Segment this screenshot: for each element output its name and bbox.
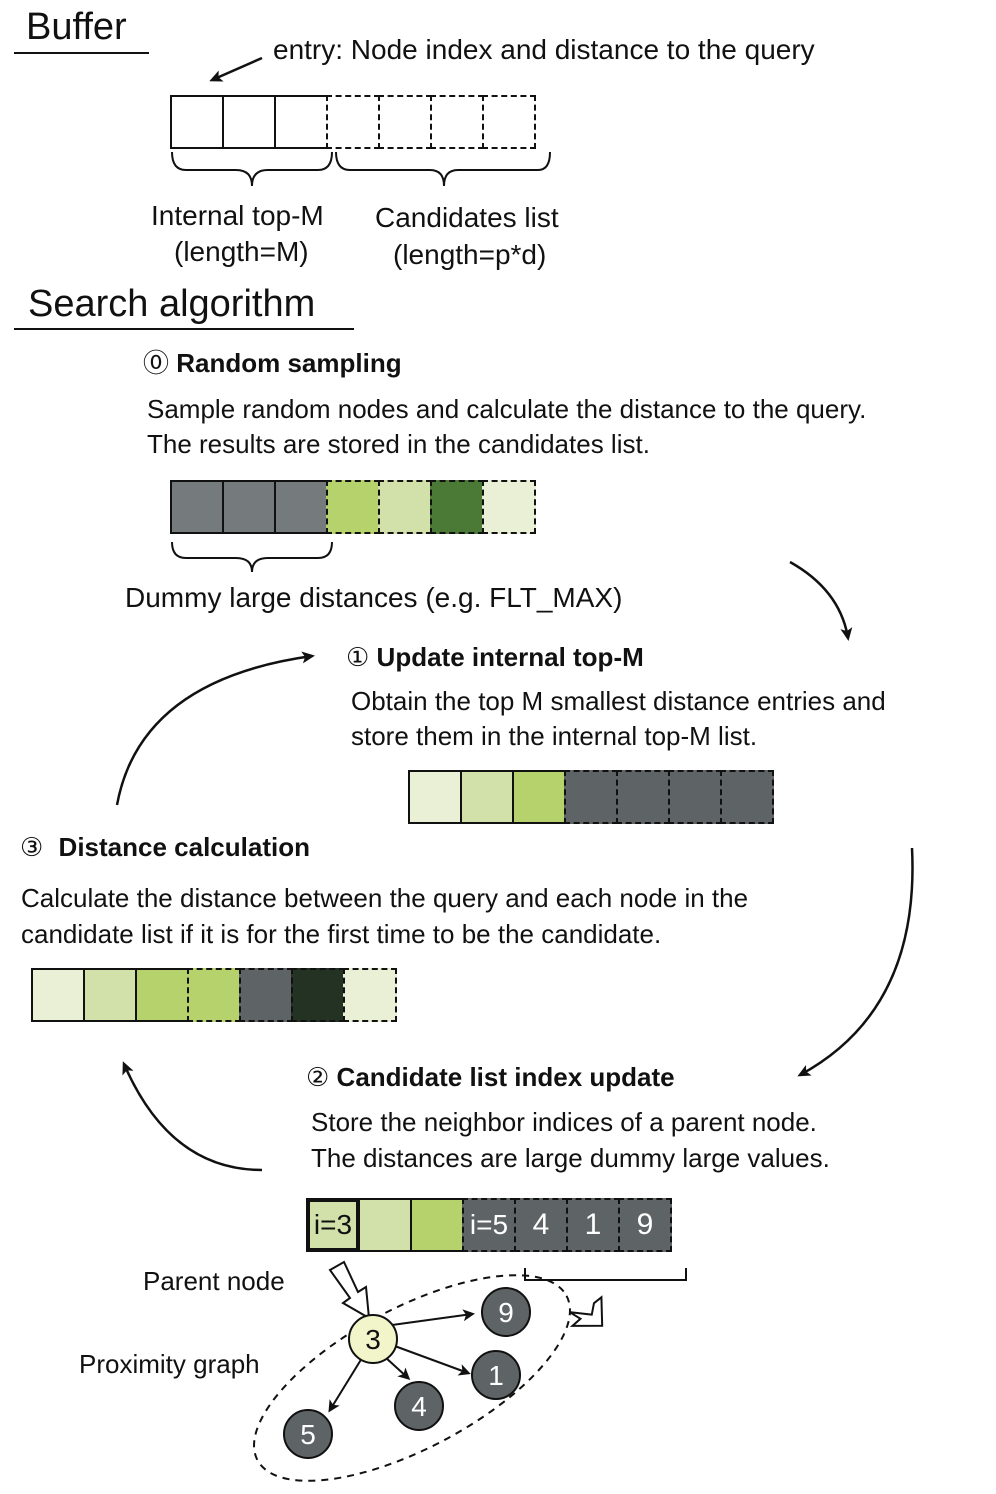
graph-node-3: 3 xyxy=(348,1314,398,1364)
graph-node-4: 4 xyxy=(394,1381,444,1431)
search-heading-underline xyxy=(14,328,354,330)
search-heading: Search algorithm xyxy=(28,283,316,325)
neighbor-indices-brace xyxy=(524,1268,687,1281)
graph-node-label: 1 xyxy=(488,1360,504,1391)
step0-row xyxy=(170,480,536,534)
arrow-step3-to-step1 xyxy=(115,651,315,806)
candidate-cell xyxy=(720,770,774,824)
candidate-index-cell: 9 xyxy=(618,1198,672,1252)
topm-cell xyxy=(512,770,566,824)
graph-node-label: 4 xyxy=(411,1391,427,1422)
step1-title-text: Update internal top-M xyxy=(376,642,644,672)
arrow-step1-to-step2 xyxy=(797,847,914,1077)
topm-cell xyxy=(358,1198,412,1252)
parent-node-label: Parent node xyxy=(143,1266,285,1296)
step1-line1: Obtain the top M smallest distance entri… xyxy=(351,686,886,716)
step3-line2: candidate list if it is for the first ti… xyxy=(21,919,662,949)
proximity-graph-boundary xyxy=(253,1274,571,1482)
step1-number: ① xyxy=(346,642,370,672)
graph-edge xyxy=(391,1309,475,1326)
step3-row xyxy=(31,968,397,1022)
graph-edge xyxy=(391,1344,471,1376)
graph-node-1: 1 xyxy=(471,1350,521,1400)
candidates-list-label: Candidates list xyxy=(375,202,559,233)
candidate-index-cell: i=5 xyxy=(462,1198,516,1252)
graph-to-brace-hollow-arrow xyxy=(569,1295,604,1327)
buffer-cell xyxy=(482,95,536,149)
candidates-list-length: (length=p*d) xyxy=(393,239,547,270)
step0-title: ⓪ Random sampling xyxy=(143,343,402,380)
step2-number: ② xyxy=(306,1062,330,1092)
step2-title: ② Candidate list index update xyxy=(306,1062,675,1093)
candidate-cell xyxy=(378,480,432,534)
step0-line1: Sample random nodes and calculate the di… xyxy=(147,394,867,424)
step2-title-text: Candidate list index update xyxy=(336,1062,675,1092)
graph-edge xyxy=(384,1356,411,1381)
step3-number: ③ xyxy=(20,832,44,862)
candidate-cell xyxy=(343,968,397,1022)
internal-topm-brace xyxy=(171,151,333,187)
candidate-cell xyxy=(668,770,722,824)
step3-title: ③ Distance calculation xyxy=(20,832,310,863)
entry-note: entry: Node index and distance to the qu… xyxy=(273,34,815,65)
step2-row: i=3 i=5 4 1 9 xyxy=(306,1198,672,1252)
dummy-cell xyxy=(274,480,328,534)
proximity-graph-label: Proximity graph xyxy=(79,1349,260,1379)
graph-node-9: 9 xyxy=(481,1287,531,1337)
step1-line2: store them in the internal top-M list. xyxy=(351,721,758,751)
dummy-distances-note: Dummy large distances (e.g. FLT_MAX) xyxy=(125,582,623,613)
candidate-cell xyxy=(430,480,484,534)
parent-node-hollow-arrow xyxy=(328,1260,371,1320)
candidate-index-cell: 1 xyxy=(566,1198,620,1252)
dummy-cell xyxy=(222,480,276,534)
candidate-cell xyxy=(239,968,293,1022)
step0-title-text: Random sampling xyxy=(176,348,402,378)
graph-node-label: 3 xyxy=(365,1324,381,1355)
step1-title: ① Update internal top-M xyxy=(346,642,644,673)
topm-cell xyxy=(135,968,189,1022)
buffer-cell xyxy=(222,95,276,149)
graph-node-label: 9 xyxy=(498,1297,514,1328)
step0-line2: The results are stored in the candidates… xyxy=(147,429,650,459)
buffer-row xyxy=(170,95,536,149)
candidate-cell xyxy=(326,480,380,534)
buffer-cell xyxy=(430,95,484,149)
topm-cell xyxy=(83,968,137,1022)
arrow-step2-to-step3 xyxy=(122,1061,263,1172)
arrow-step0-to-step1 xyxy=(789,560,853,641)
graph-edge xyxy=(328,1357,363,1413)
buffer-cell xyxy=(274,95,328,149)
buffer-heading: Buffer xyxy=(26,6,127,48)
step3-line1: Calculate the distance between the query… xyxy=(21,883,749,913)
candidates-brace xyxy=(335,151,551,187)
topm-cell xyxy=(408,770,462,824)
dummy-brace xyxy=(171,541,333,573)
buffer-heading-underline xyxy=(14,52,149,54)
parent-index-cell: i=3 xyxy=(306,1198,360,1252)
buffer-cell xyxy=(378,95,432,149)
entry-arrow xyxy=(209,56,263,82)
internal-topm-label: Internal top-M xyxy=(151,200,324,231)
graph-node-5: 5 xyxy=(283,1409,333,1459)
candidate-cell xyxy=(564,770,618,824)
step3-title-text: Distance calculation xyxy=(58,832,310,862)
internal-topm-length: (length=M) xyxy=(174,236,309,267)
step2-line2: The distances are large dummy large valu… xyxy=(311,1143,830,1173)
step2-line1: Store the neighbor indices of a parent n… xyxy=(311,1107,817,1137)
dummy-cell xyxy=(170,480,224,534)
graph-node-label: 5 xyxy=(300,1419,316,1450)
candidate-cell xyxy=(616,770,670,824)
candidate-cell xyxy=(482,480,536,534)
step1-row xyxy=(408,770,774,824)
step0-number: ⓪ xyxy=(143,348,170,378)
